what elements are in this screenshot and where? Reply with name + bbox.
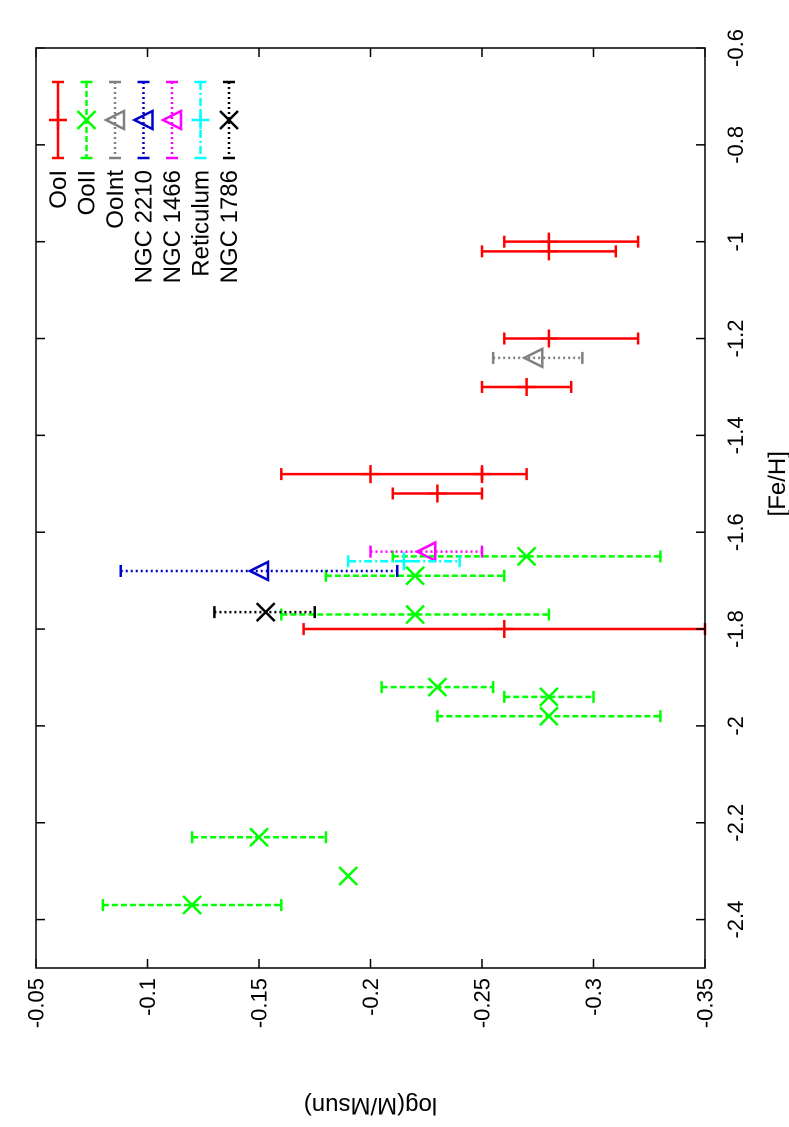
legend-item: Reticulum (188, 80, 215, 277)
data-point (480, 242, 618, 261)
triangle-marker (414, 540, 437, 563)
legend-item: NGC 1786 (216, 80, 243, 283)
legend-item: NGC 1466 (159, 80, 186, 283)
data-point (302, 620, 707, 639)
x-tick-label: -1.4 (723, 416, 748, 454)
cross-marker (182, 895, 202, 915)
plus-marker (517, 377, 536, 396)
data-point (190, 827, 328, 848)
plus-marker (495, 620, 514, 639)
triangle-marker (247, 559, 270, 582)
data-point (391, 546, 662, 567)
data-point (213, 602, 316, 622)
cross-marker (427, 677, 448, 698)
plus-marker (49, 111, 67, 129)
legend-label: NGC 2210 (131, 170, 158, 283)
data-point (503, 329, 640, 348)
x-tick-label: -0.8 (723, 126, 748, 164)
data-point (324, 565, 506, 586)
cross-marker (338, 866, 359, 886)
cross-marker (255, 602, 276, 622)
plus-marker (539, 242, 558, 261)
series-reticulum (346, 552, 461, 571)
legend-label: OoInt (102, 170, 129, 229)
series-ngc-1786 (213, 602, 316, 622)
cross-marker (219, 110, 239, 130)
data-point (346, 552, 461, 571)
y-tick-label: -0.3 (581, 978, 606, 1016)
y-tick-label: -0.1 (135, 978, 160, 1016)
x-tick-label: -2 (723, 716, 748, 736)
data-point (503, 232, 640, 251)
x-tick-label: -1 (723, 232, 748, 252)
data-point (119, 559, 399, 582)
data-point (491, 346, 584, 369)
y-tick-label: -0.15 (247, 978, 272, 1028)
cross-marker (405, 604, 425, 625)
y-tick-label: -0.2 (358, 978, 383, 1016)
legend-label: OoII (74, 170, 101, 215)
legend-label: Reticulum (188, 170, 215, 277)
triangle-marker (521, 346, 544, 369)
y-axis-label: log(M/Msun) (304, 1092, 437, 1119)
x-axis-label: [Fe/H] (764, 451, 789, 516)
data-point (338, 866, 359, 886)
legend-label: NGC 1466 (159, 170, 186, 283)
legend-item: OoInt (102, 80, 129, 229)
plus-marker (473, 465, 491, 484)
series-ooii (101, 546, 662, 915)
plus-marker (428, 484, 447, 503)
cross-marker (76, 110, 97, 130)
triangle-marker (131, 108, 154, 132)
series-ooi (280, 232, 707, 639)
x-tick-label: -1.8 (723, 610, 748, 648)
y-tick-label: -0.35 (693, 978, 718, 1028)
plus-marker (539, 329, 558, 348)
x-tick-label: -1.2 (723, 320, 748, 358)
cross-marker (249, 827, 269, 848)
data-point (369, 540, 484, 563)
series-ngc-2210 (119, 559, 399, 582)
legend-label: OoI (45, 170, 72, 209)
legend-item: OoII (74, 80, 101, 215)
cross-marker (539, 706, 559, 727)
x-tick-label: -2.4 (723, 901, 748, 939)
data-point (380, 677, 495, 698)
x-tick-label: -1.6 (723, 513, 748, 551)
data-point (280, 465, 484, 484)
ticks-layer: -2.4 -2.2 -2 -1.8 -1.6 -1.4 -1.2 -1 -0.8 -0.6 -0.3… (24, 29, 749, 1028)
y-tick-label: -0.25 (470, 978, 495, 1028)
triangle-marker (103, 108, 126, 132)
data-point (436, 706, 662, 727)
plus-marker (394, 552, 413, 571)
cross-marker (516, 546, 537, 567)
y-tick-label: -0.05 (24, 978, 49, 1028)
x-tick-label: -0.6 (723, 29, 748, 67)
triangle-marker (160, 108, 183, 132)
plus-marker (191, 111, 210, 129)
data-point (101, 895, 283, 915)
data-point (391, 484, 484, 503)
cross-marker (539, 686, 559, 707)
legend-item: OoI (45, 80, 72, 209)
legend-item: NGC 2210 (131, 80, 158, 283)
x-tick-label: -2.2 (723, 804, 748, 842)
plus-marker (361, 465, 380, 484)
data-point (280, 604, 551, 625)
plot-layer (101, 232, 707, 915)
legend-label: NGC 1786 (216, 170, 243, 283)
data-point (503, 686, 595, 707)
series-ngc-1466 (369, 540, 484, 563)
data-point (473, 465, 528, 484)
cross-marker (405, 565, 425, 586)
series-ooint (491, 346, 584, 369)
data-point (480, 377, 573, 396)
